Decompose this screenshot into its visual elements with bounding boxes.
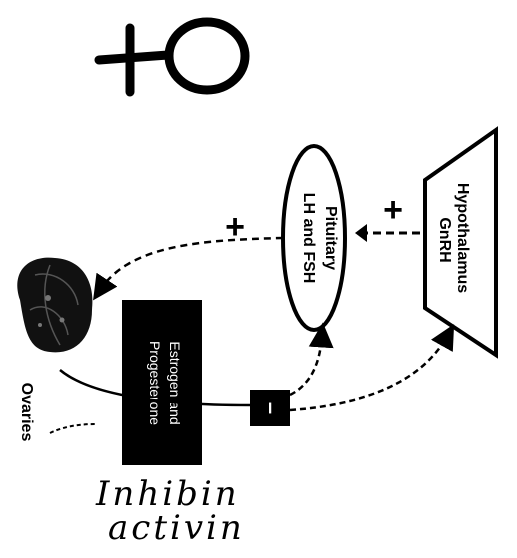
hormones-box: Estrogen and Progesterone <box>122 300 202 465</box>
minus-box: – <box>250 390 290 426</box>
ovaries-label: Ovaries <box>18 383 35 442</box>
handwritten-activin: activin <box>108 508 245 548</box>
hypothalamus-node: Hypothalamus GnRH <box>423 126 498 359</box>
pituitary-node: Pituitary LH and FSH <box>281 144 347 332</box>
handwritten-inhibin: Inhibin <box>96 474 240 514</box>
estrogen-label: Estrogen and <box>167 341 183 424</box>
pituitary-label: Pituitary <box>322 206 339 270</box>
female-symbol-icon <box>94 17 250 97</box>
lh-fsh-label: LH and FSH <box>300 193 317 284</box>
gnrh-label: GnRH <box>436 217 453 262</box>
ovaries-icon: Ovaries <box>17 257 93 442</box>
hypothalamus-label: Hypothalamus <box>454 183 471 293</box>
plus-sign-pituitary-ovaries: + <box>225 208 245 246</box>
plus-sign-hypothalamus-pituitary: + <box>383 191 403 229</box>
progesterone-label: Progesterone <box>147 341 163 425</box>
minus-to-hypothalamus-arrow <box>289 324 455 412</box>
minus-to-pituitary-arrow <box>289 322 334 397</box>
ovaries-to-minus-line <box>59 369 251 407</box>
pituitary-to-ovaries-arrow <box>93 236 284 301</box>
ovaries-pointer-line <box>49 423 96 434</box>
minus-sign: – <box>259 402 284 414</box>
hypothalamus-to-pituitary-arrow <box>355 224 420 242</box>
